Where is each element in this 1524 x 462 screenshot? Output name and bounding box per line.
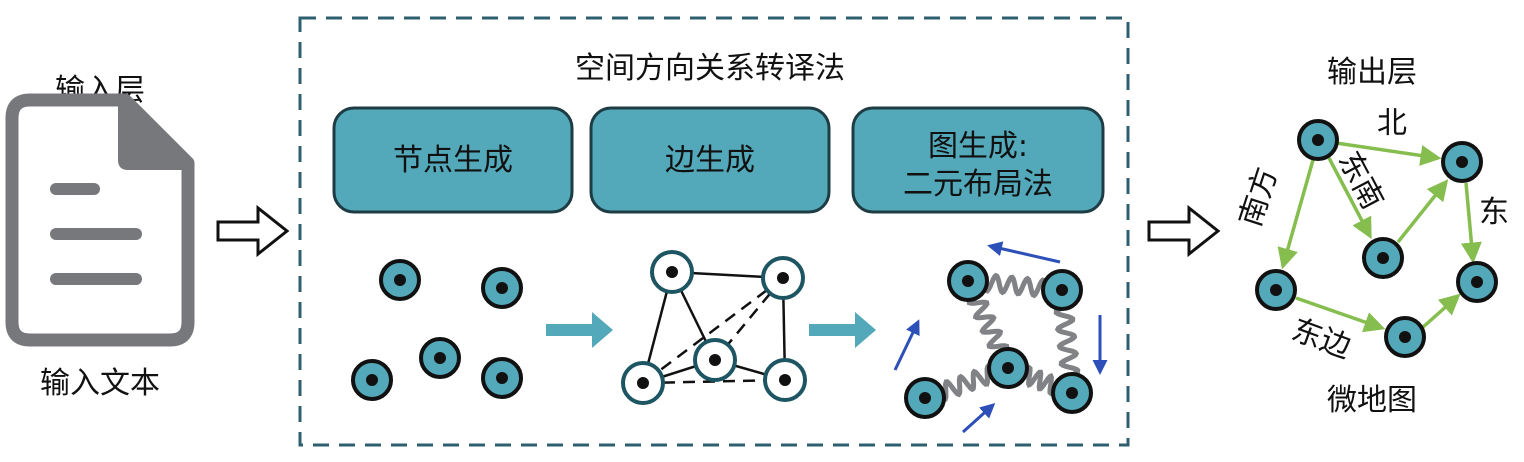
node (1441, 141, 1483, 183)
node (379, 259, 421, 301)
edge-label-south: 南方 (1233, 163, 1285, 231)
input-text-caption: 输入文本 (40, 366, 160, 401)
edge-label-east: 东 (1479, 195, 1509, 230)
svg-text:节点生成: 节点生成 (393, 143, 513, 178)
node (1456, 261, 1498, 303)
node (763, 358, 807, 402)
node (419, 337, 461, 379)
node (1255, 269, 1297, 311)
svg-text:边生成: 边生成 (665, 143, 755, 178)
layout-nodes (904, 260, 1093, 419)
node (1297, 119, 1339, 161)
graph-nodes (621, 250, 807, 405)
node (351, 359, 393, 401)
node (1384, 316, 1426, 358)
node (987, 347, 1029, 389)
node (650, 250, 694, 294)
step-graph-generation: 图生成: 二元布局法 (851, 106, 1105, 214)
flow-arrow-icon (809, 312, 876, 348)
node (481, 267, 523, 309)
force-arrows (893, 241, 1108, 434)
document-icon (5, 93, 195, 347)
node (621, 361, 665, 405)
node (947, 260, 989, 302)
node (1362, 237, 1404, 279)
edge-label-east-side: 东边 (1287, 312, 1355, 365)
node (481, 357, 523, 399)
step-node-generation: 节点生成 (332, 106, 574, 214)
step-edge-generation: 边生成 (589, 106, 831, 214)
node (904, 377, 946, 419)
micromap-caption: 微地图 (1327, 383, 1417, 418)
node (1041, 269, 1083, 311)
method-title: 空间方向关系转译法 (575, 51, 845, 86)
method-frame (298, 16, 1130, 447)
micromap-nodes (1255, 119, 1498, 358)
hollow-arrow-icon (1147, 204, 1221, 258)
direction-edges (1277, 141, 1482, 333)
node (693, 338, 737, 382)
node (1051, 372, 1093, 414)
output-layer-title: 输出层 (1327, 55, 1417, 90)
svg-text:图生成:: 图生成: (928, 129, 1028, 164)
node (761, 256, 805, 300)
hollow-arrow-icon (216, 204, 290, 258)
flow-arrow-icon (546, 312, 613, 348)
svg-text:二元布局法: 二元布局法 (903, 167, 1053, 202)
scattered-nodes (351, 259, 523, 401)
edge-label-north: 北 (1377, 106, 1407, 141)
